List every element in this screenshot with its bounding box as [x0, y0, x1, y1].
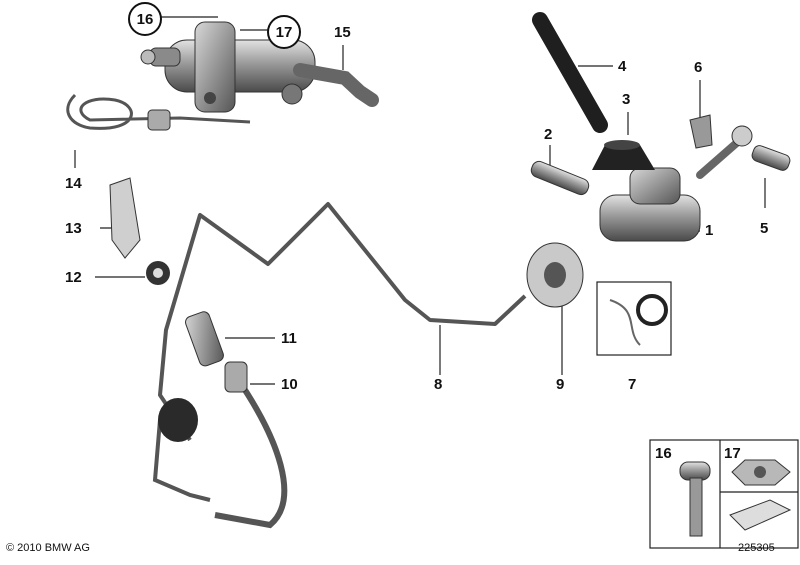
callout-5: 5	[760, 220, 769, 237]
inset-label-17: 17	[724, 445, 741, 462]
master-cylinder	[599, 125, 753, 242]
callout-2: 2	[544, 126, 553, 143]
clip-6	[689, 114, 713, 149]
callout-13: 13	[65, 220, 82, 237]
pipe-line	[158, 202, 527, 442]
rod-4	[532, 12, 608, 133]
diagram-number: 225305	[738, 542, 775, 554]
connector-10	[224, 361, 248, 393]
callout-15: 15	[334, 24, 351, 41]
callout-17: 17	[267, 15, 301, 49]
callout-9: 9	[556, 376, 565, 393]
callout-6: 6	[694, 59, 703, 76]
coiled-pipe-14	[66, 93, 251, 130]
callout-3: 3	[622, 91, 631, 108]
copyright-text: © 2010 BMW AG	[6, 542, 90, 554]
callout-1: 1	[705, 222, 714, 239]
callout-10: 10	[281, 376, 298, 393]
hose-10	[214, 373, 288, 529]
callout-11: 11	[281, 330, 297, 347]
callout-16: 16	[128, 2, 162, 36]
callout-14: 14	[65, 175, 82, 192]
bracket-13	[109, 177, 141, 259]
pin-5	[751, 145, 791, 171]
pipe-lower	[152, 419, 211, 502]
fastener-inset	[649, 439, 799, 549]
callout-4: 4	[618, 58, 627, 75]
callout-8: 8	[434, 376, 443, 393]
slave-cylinder	[140, 21, 379, 113]
kit-7-box	[596, 281, 672, 356]
callout-7: 7	[628, 376, 637, 393]
connector-11	[185, 311, 224, 367]
damper-boot	[158, 398, 198, 442]
inset-label-16: 16	[655, 445, 672, 462]
callout-17-text: 17	[275, 23, 293, 41]
callout-16-text: 16	[136, 10, 154, 28]
pin-2	[530, 160, 590, 196]
callout-12: 12	[65, 269, 82, 286]
cap-3	[592, 145, 655, 170]
